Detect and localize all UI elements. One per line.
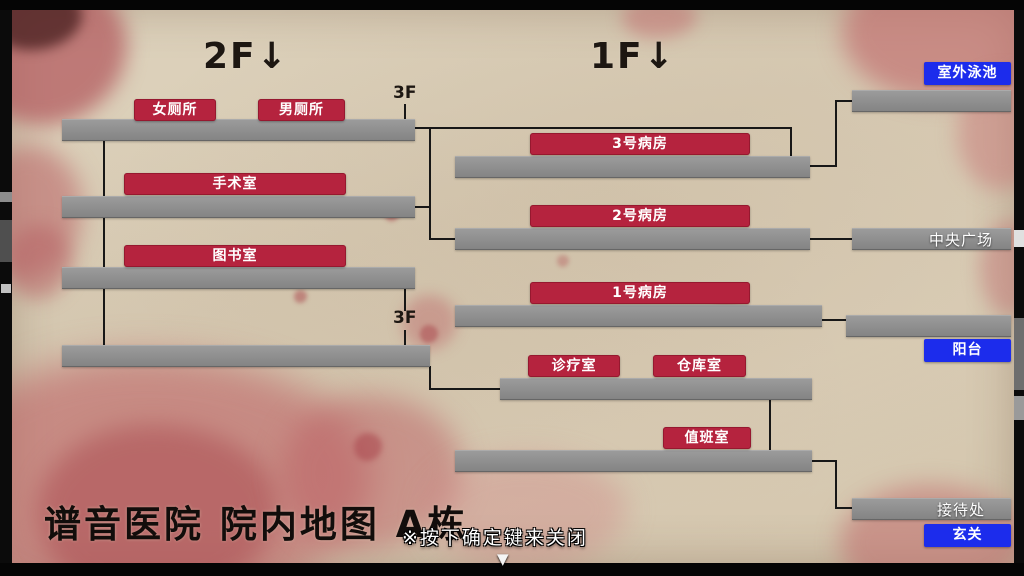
connector-line (415, 127, 792, 129)
connector-line (404, 288, 406, 311)
corridor-reception: 接待处 (852, 498, 1011, 520)
connector-line (810, 238, 853, 240)
map-paper (12, 10, 1014, 563)
edge-fragment (1014, 318, 1024, 390)
connector-line (103, 130, 105, 357)
corridor-1f-ward1 (455, 305, 822, 327)
room-balcony: 阳台 (924, 339, 1011, 362)
room-duty: 值班室 (663, 427, 751, 449)
stair-label-3f-bottom: 3F (393, 308, 417, 328)
connector-line (810, 165, 837, 167)
room-ward-1: 1号病房 (530, 282, 750, 304)
letterbox-top (0, 0, 1024, 10)
room-ward-3: 3号病房 (530, 133, 750, 155)
corridor-2f-4 (62, 345, 430, 367)
room-operating: 手术室 (124, 173, 346, 195)
central-plaza-label: 中央广场 (928, 230, 993, 249)
connector-line (429, 127, 431, 240)
room-library: 图书室 (124, 245, 346, 267)
corridor-1f-clinic (500, 378, 812, 400)
room-mens-toilet: 男厕所 (258, 99, 345, 121)
connector-line (836, 100, 853, 102)
corridor-1f-ward2 (455, 228, 810, 250)
reception-label: 接待处 (936, 500, 985, 519)
connector-line (429, 388, 502, 390)
connector-line (415, 206, 431, 208)
room-ward-2: 2号病房 (530, 205, 750, 227)
stair-label-3f-top: 3F (393, 83, 417, 103)
scroll-down-indicator: ▼ (497, 550, 509, 568)
edge-fragment (1014, 230, 1024, 247)
floor-label-1f: 1F↓ (590, 36, 676, 77)
corridor-balcony (846, 315, 1011, 337)
connector-line (790, 127, 792, 158)
letterbox-bottom (0, 563, 1024, 576)
connector-line (404, 330, 406, 346)
room-entrance: 玄关 (924, 524, 1011, 547)
room-outdoor-pool: 室外泳池 (924, 62, 1011, 85)
corridor-2f-2 (62, 196, 415, 218)
corridor-1f-duty (455, 450, 812, 472)
connector-line (769, 399, 771, 451)
close-hint: ※按下确定键来关闭 (402, 527, 588, 549)
connector-line (429, 238, 457, 240)
floor-label-2f: 2F↓ (203, 36, 289, 77)
connector-line (404, 104, 406, 120)
edge-fragment (1, 284, 11, 293)
connector-line (820, 319, 847, 321)
edge-fragment (0, 192, 12, 202)
corridor-2f-3 (62, 267, 415, 289)
corridor-2f-1 (62, 119, 415, 141)
connector-line (835, 507, 853, 509)
connector-line (429, 366, 431, 390)
room-storage: 仓库室 (653, 355, 746, 377)
map-title: 谱音医院 院内地图 A栋 (44, 503, 468, 546)
connector-line (835, 100, 837, 167)
connector-line (812, 460, 837, 462)
edge-fragment (0, 220, 12, 262)
corridor-1f-ward3 (455, 156, 810, 178)
connector-line (835, 460, 837, 509)
corridor-outdoor-pool (852, 90, 1011, 112)
room-clinic: 诊疗室 (528, 355, 620, 377)
corridor-central-plaza: 中央广场 (852, 228, 1011, 250)
room-womens-toilet: 女厕所 (134, 99, 216, 121)
edge-fragment (1014, 396, 1024, 420)
